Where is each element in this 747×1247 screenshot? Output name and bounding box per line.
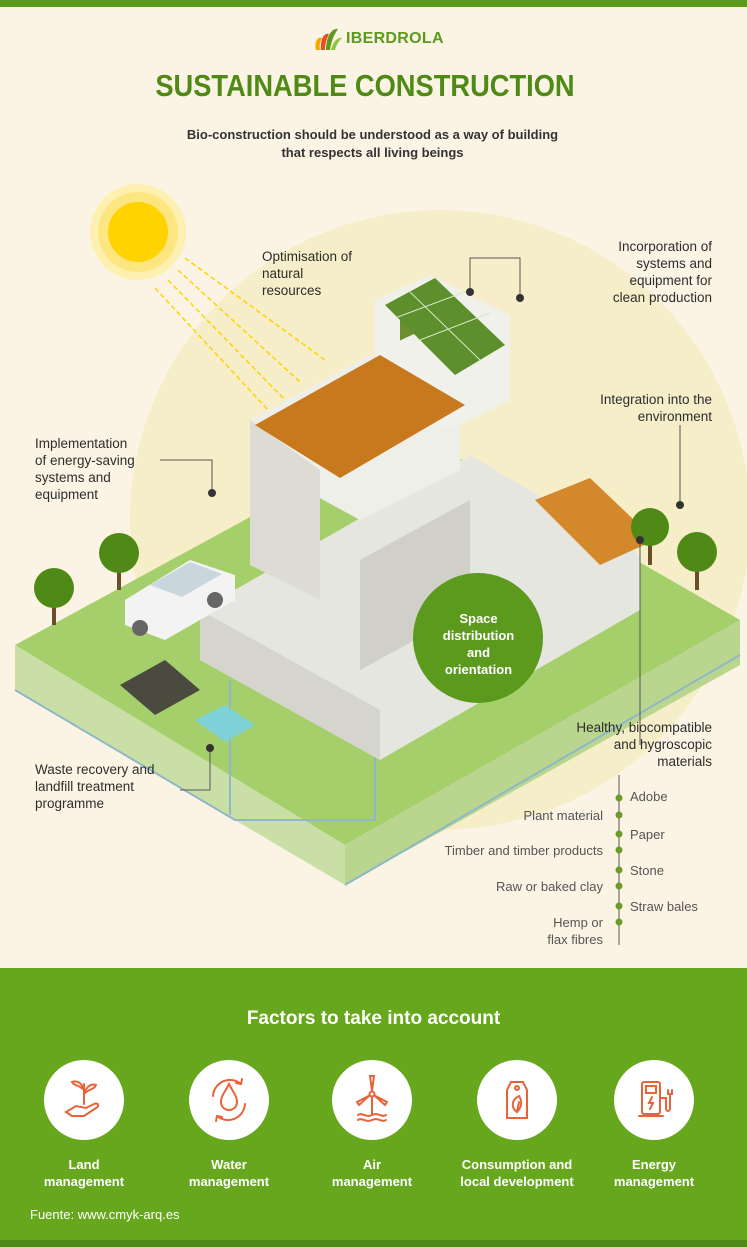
label-line: systems and — [636, 256, 712, 271]
label-healthy-materials: Healthy, biocompatible and hygroscopic m… — [540, 719, 712, 770]
material-stone: Stone — [630, 863, 664, 878]
water-cycle-icon — [212, 1078, 246, 1122]
factor-label-line: management — [188, 1174, 270, 1189]
factor-water: Water management — [159, 1060, 299, 1190]
factor-label-line: Water — [211, 1157, 247, 1172]
label-space-distribution: Space distribution and orientation — [415, 610, 542, 678]
factor-label-line: management — [331, 1174, 413, 1189]
label-line: Integration into the — [600, 392, 712, 407]
brand-name: IBERDROLA — [346, 30, 444, 47]
iberdrola-tree-icon — [315, 28, 342, 50]
eco-tag-icon — [506, 1081, 528, 1119]
material-hemp: Hemp or — [553, 915, 603, 930]
factor-label: Energy management — [584, 1156, 724, 1190]
connector-dots — [206, 288, 684, 752]
factors-title: Factors to take into account — [246, 1008, 501, 1029]
factor-label: Air management — [302, 1156, 442, 1190]
label-line: Waste recovery and — [35, 762, 155, 777]
source-credit: Fuente: www.cmyk-arq.es — [30, 1207, 180, 1222]
label-line: and hygroscopic — [613, 737, 712, 752]
ev-charger-icon — [638, 1081, 673, 1117]
pool — [195, 705, 255, 742]
wind-turbine-icon — [355, 1075, 389, 1122]
factors-section: Factors to take into account Land manage… — [0, 968, 747, 1247]
page-title: SUSTAINABLE CONSTRUCTION — [155, 68, 575, 103]
material-paper: Paper — [630, 827, 665, 842]
material-plant: Plant material — [523, 808, 603, 823]
factor-label: Consumption and local development — [447, 1156, 587, 1190]
label-line: environment — [637, 409, 712, 424]
bottom-bar — [0, 1240, 747, 1247]
label-line: systems and — [35, 470, 111, 485]
material-clay: Raw or baked clay — [496, 879, 603, 894]
subtitle-line: that respects all living beings — [281, 145, 464, 160]
tree-icon — [34, 568, 74, 625]
factor-energy: Energy management — [584, 1060, 724, 1190]
label-line: and — [466, 645, 491, 660]
car-icon — [125, 560, 235, 640]
label-integration: Integration into the environment — [560, 391, 712, 425]
house-illustration — [14, 184, 747, 945]
label-line: of energy-saving — [35, 453, 135, 468]
label-line: resources — [262, 283, 322, 298]
material-timber: Timber and timber products — [444, 843, 603, 858]
factor-label-line: Air — [362, 1157, 382, 1172]
label-incorporation: Incorporation of systems and equipment f… — [560, 238, 712, 306]
label-line: clean production — [612, 290, 712, 305]
factor-label-line: Consumption and — [461, 1157, 573, 1172]
factor-circle — [477, 1060, 557, 1140]
factor-air: Air management — [302, 1060, 442, 1190]
roof-right — [535, 478, 655, 565]
tree-icon — [99, 533, 139, 590]
iberdrola-logo: IBERDROLA — [312, 24, 444, 52]
material-straw-bales: Straw bales — [630, 899, 698, 914]
label-line: Space — [459, 611, 498, 626]
label-line: equipment for — [629, 273, 712, 288]
factor-consumption: Consumption and local development — [447, 1060, 587, 1190]
factor-label-line: local development — [460, 1174, 574, 1189]
space-circle — [413, 573, 543, 703]
material-dots — [615, 794, 623, 926]
label-optimisation: Optimisation of natural resources — [262, 248, 352, 299]
label-line: equipment — [35, 487, 99, 502]
solar-panel — [385, 278, 505, 375]
factor-label-line: management — [43, 1174, 125, 1189]
factor-circle — [332, 1060, 412, 1140]
factor-land: Land management — [14, 1060, 154, 1190]
label-line: programme — [35, 796, 105, 811]
factor-circle — [44, 1060, 124, 1140]
factor-label-line: Land — [68, 1157, 100, 1172]
label-implementation: Implementation of energy-saving systems … — [35, 435, 135, 503]
roof-left — [255, 355, 465, 478]
subtitle-line: Bio-construction should be understood as… — [186, 127, 559, 142]
sun-icon — [90, 184, 326, 413]
label-line: orientation — [444, 662, 513, 677]
material-flax: flax fibres — [547, 932, 603, 947]
factor-label-line: Energy — [631, 1157, 677, 1172]
factor-circle — [614, 1060, 694, 1140]
factor-circle — [189, 1060, 269, 1140]
label-line: Implementation — [35, 436, 128, 451]
label-waste-recovery: Waste recovery and landfill treatment pr… — [35, 761, 155, 812]
house-walls — [200, 275, 640, 760]
label-line: distribution — [442, 628, 515, 643]
hand-plant-icon — [64, 1080, 100, 1117]
factor-label: Land management — [14, 1156, 154, 1190]
label-line: Optimisation of — [262, 249, 353, 264]
label-line: Incorporation of — [618, 239, 712, 254]
label-line: materials — [657, 754, 712, 769]
garden-bed — [120, 660, 200, 715]
top-bar — [0, 0, 747, 7]
connector-lines — [160, 257, 681, 945]
material-adobe: Adobe — [630, 789, 668, 804]
label-line: landfill treatment — [35, 779, 135, 794]
tree-icon — [677, 532, 717, 590]
factor-label: Water management — [159, 1156, 299, 1190]
page-subtitle: Bio-construction should be understood as… — [150, 126, 595, 162]
factor-label-line: management — [613, 1174, 695, 1189]
label-line: Healthy, biocompatible — [576, 720, 712, 735]
label-line: natural — [262, 266, 304, 281]
